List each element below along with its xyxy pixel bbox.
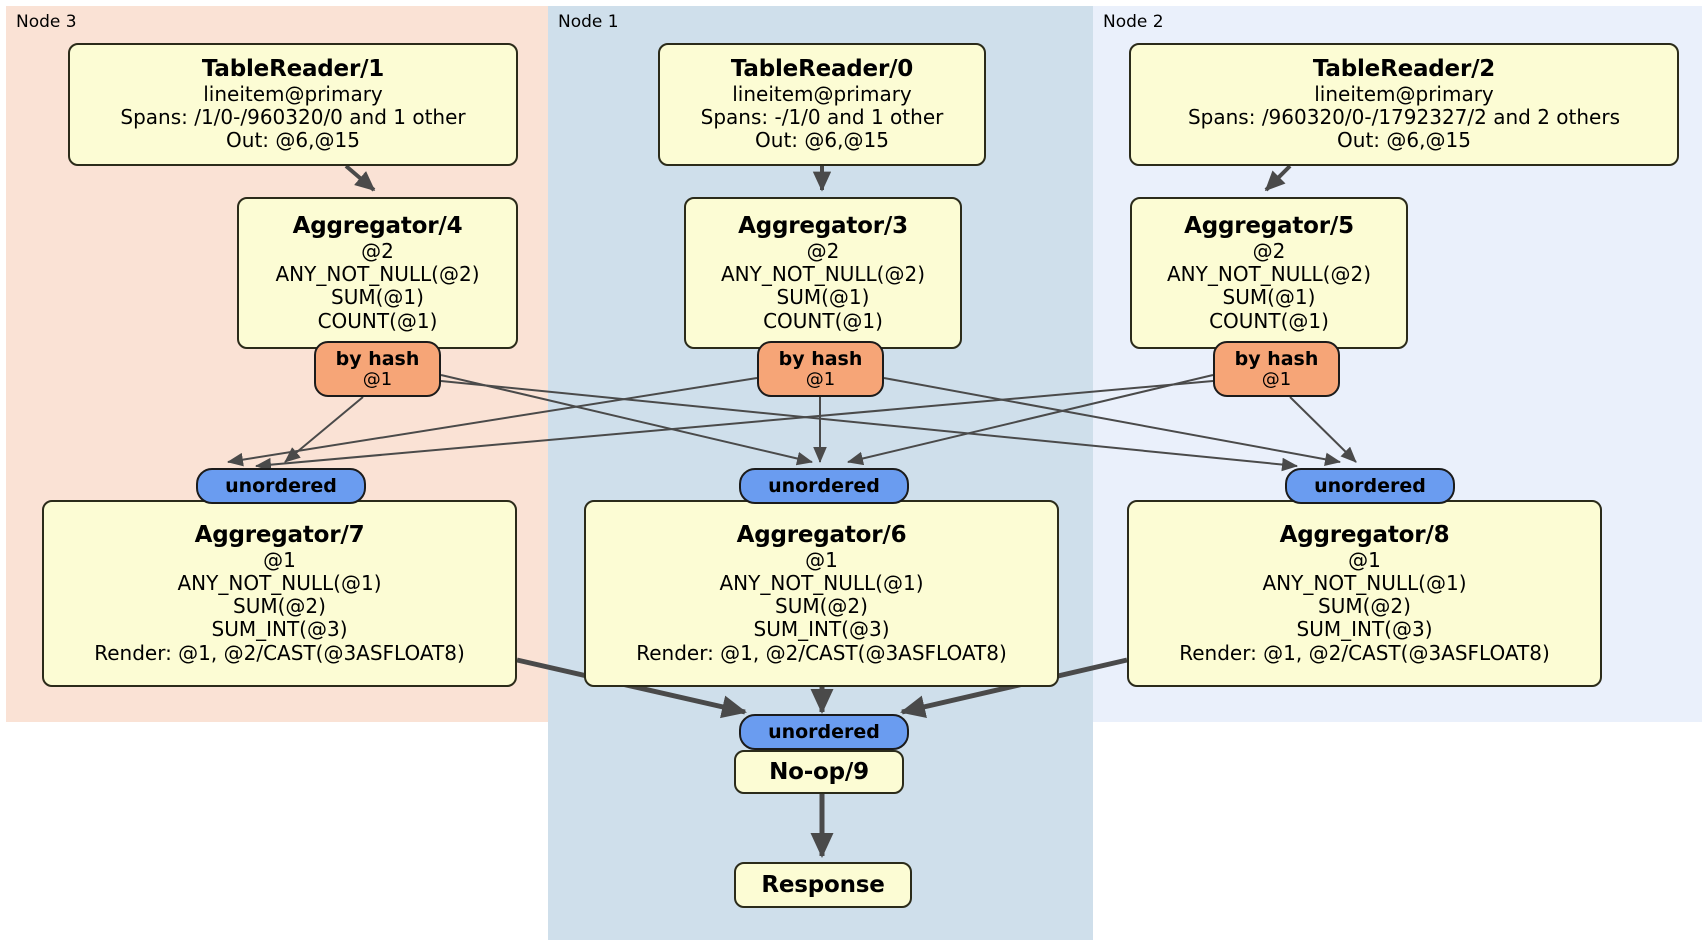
plan-node-detail-line: ANY_NOT_NULL(@1) — [719, 571, 924, 596]
plan-node-detail-line: lineitem@primary — [732, 82, 912, 107]
plan-node-title: TableReader/0 — [730, 56, 914, 83]
plan-node-detail-line: ANY_NOT_NULL(@1) — [1262, 571, 1467, 596]
plan-node-title: Aggregator/5 — [1184, 213, 1354, 240]
plan-node-detail-line: SUM_INT(@3) — [211, 617, 348, 642]
router-pill-label: unordered — [1314, 474, 1426, 497]
plan-node-detail-line: SUM(@1) — [1222, 285, 1316, 310]
plan-node-title: TableReader/2 — [1312, 56, 1496, 83]
plan-node-detail-line: Spans: -/1/0 and 1 other — [700, 105, 944, 130]
plan-node-detail-line: COUNT(@1) — [1209, 308, 1329, 333]
plan-node-title: Aggregator/3 — [738, 213, 908, 240]
plan-node-title: Aggregator/8 — [1279, 522, 1450, 549]
plan-node-detail-line: ANY_NOT_NULL(@2) — [721, 262, 925, 287]
router-pill-by-hash-left[interactable]: by hash@1 — [314, 341, 441, 397]
plan-node-detail-line: SUM(@2) — [233, 594, 326, 619]
plan-node-detail-line: @1 — [263, 547, 296, 572]
plan-node-detail-line: Out: @6,@15 — [226, 128, 360, 153]
plan-node-detail-line: SUM(@1) — [776, 285, 870, 310]
plan-node-detail-line: COUNT(@1) — [317, 308, 438, 333]
router-pill-unordered-final[interactable]: unordered — [739, 714, 909, 750]
plan-node-detail-line: SUM(@1) — [331, 285, 424, 310]
plan-node-detail-line: lineitem@primary — [203, 82, 383, 107]
plan-node-detail-line: Render: @1, @2/CAST(@3ASFLOAT8) — [94, 640, 465, 665]
plan-node-detail-line: Out: @6,@15 — [755, 128, 889, 153]
plan-node-detail-line: SUM(@2) — [1318, 594, 1411, 619]
plan-node-detail-line: @2 — [361, 238, 394, 263]
plan-node-response[interactable]: Response — [734, 862, 912, 908]
plan-node-detail-line: Out: @6,@15 — [1337, 128, 1471, 153]
node-panel-label: Node 2 — [1103, 12, 1164, 32]
plan-node-detail-line: ANY_NOT_NULL(@1) — [177, 571, 382, 596]
router-pill-label: unordered — [768, 720, 880, 743]
router-pill-label: unordered — [768, 474, 880, 497]
node-panel-label: Node 1 — [558, 12, 619, 32]
plan-node-detail-line: SUM_INT(@3) — [1296, 617, 1433, 642]
router-pill-by-hash-right[interactable]: by hash@1 — [1213, 341, 1340, 397]
plan-node-detail-line: Spans: /960320/0-/1792327/2 and 2 others — [1187, 105, 1620, 130]
router-pill-label: by hash — [778, 347, 863, 370]
node-panel-label: Node 3 — [16, 12, 77, 32]
router-pill-by-hash-center[interactable]: by hash@1 — [757, 341, 884, 397]
plan-node-title: Aggregator/4 — [292, 213, 463, 240]
plan-node-title: Aggregator/7 — [194, 522, 365, 549]
plan-node-detail-line: lineitem@primary — [1314, 82, 1494, 107]
router-pill-sublabel: @1 — [805, 368, 836, 390]
router-pill-unordered-right[interactable]: unordered — [1285, 468, 1455, 504]
router-pill-sublabel: @1 — [362, 368, 393, 390]
plan-node-detail-line: @1 — [1348, 547, 1381, 572]
router-pill-label: by hash — [335, 347, 420, 370]
plan-node-detail-line: Render: @1, @2/CAST(@3ASFLOAT8) — [636, 640, 1007, 665]
plan-node-title: No-op/9 — [769, 758, 869, 785]
plan-node-title: Aggregator/6 — [736, 522, 907, 549]
plan-node-title: Response — [761, 871, 885, 898]
router-pill-unordered-left[interactable]: unordered — [196, 468, 366, 504]
plan-node-detail-line: SUM_INT(@3) — [753, 617, 890, 642]
plan-node-detail-line: ANY_NOT_NULL(@2) — [275, 262, 480, 287]
plan-node-detail-line: SUM(@2) — [775, 594, 868, 619]
plan-node-detail-line: Spans: /1/0-/960320/0 and 1 other — [120, 105, 466, 130]
plan-node-no-op-9[interactable]: No-op/9 — [734, 750, 904, 794]
router-pill-label: by hash — [1234, 347, 1319, 370]
plan-node-detail-line: @2 — [806, 238, 840, 263]
router-pill-label: unordered — [225, 474, 337, 497]
plan-node-detail-line: @2 — [1252, 238, 1286, 263]
plan-node-detail-line: ANY_NOT_NULL(@2) — [1167, 262, 1371, 287]
plan-node-detail-line: @1 — [805, 547, 838, 572]
plan-node-detail-line: COUNT(@1) — [763, 308, 883, 333]
plan-node-title: TableReader/1 — [201, 56, 385, 83]
router-pill-sublabel: @1 — [1261, 368, 1292, 390]
router-pill-unordered-center[interactable]: unordered — [739, 468, 909, 504]
plan-node-detail-line: Render: @1, @2/CAST(@3ASFLOAT8) — [1179, 640, 1550, 665]
